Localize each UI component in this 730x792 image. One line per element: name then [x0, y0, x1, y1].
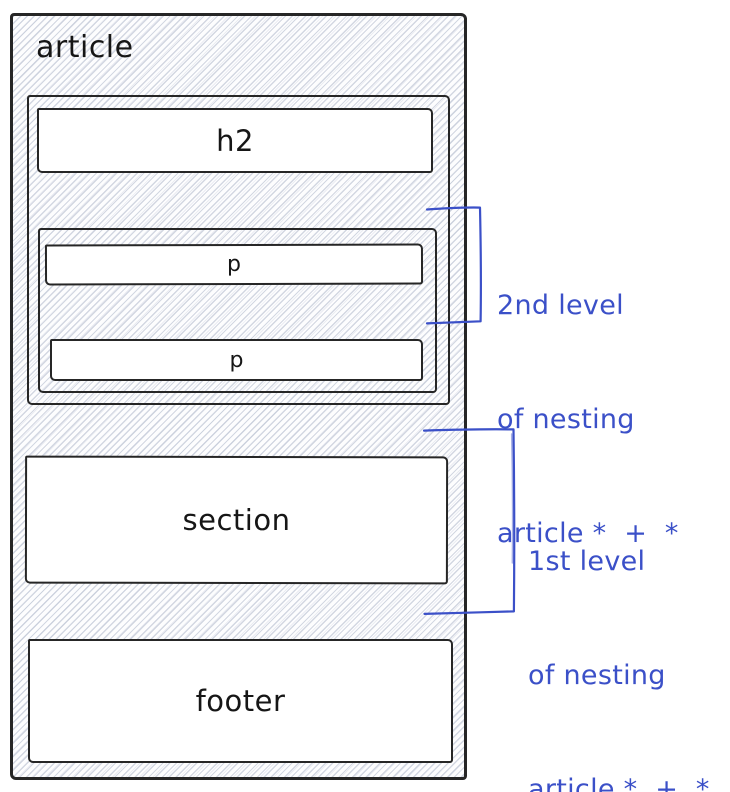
annotation-line: 2nd level [497, 290, 624, 321]
section-label: section [182, 502, 291, 538]
footer-label: footer [195, 684, 286, 718]
paragraph-label: p [226, 251, 242, 278]
h2-box: h2 [37, 108, 433, 173]
annotation-first-level: 1st level of nesting article * + * [528, 467, 710, 792]
annotation-line: article * + * [497, 518, 679, 549]
footer-box: footer [28, 639, 453, 763]
annotation-line: of nesting [497, 404, 635, 435]
article-label: article [36, 30, 134, 65]
paragraph-box-1: p [44, 243, 424, 286]
h2-label: h2 [216, 123, 254, 158]
paragraph-label: p [229, 347, 244, 373]
annotation-line: 1st level [528, 546, 646, 577]
annotation-second-level: 2nd level of nesting article * + * [497, 211, 679, 629]
paragraph-box-2: p [50, 339, 423, 381]
annotation-line: article * + * [528, 774, 710, 792]
section-box: section [24, 455, 449, 585]
annotation-line: of nesting [528, 660, 666, 691]
